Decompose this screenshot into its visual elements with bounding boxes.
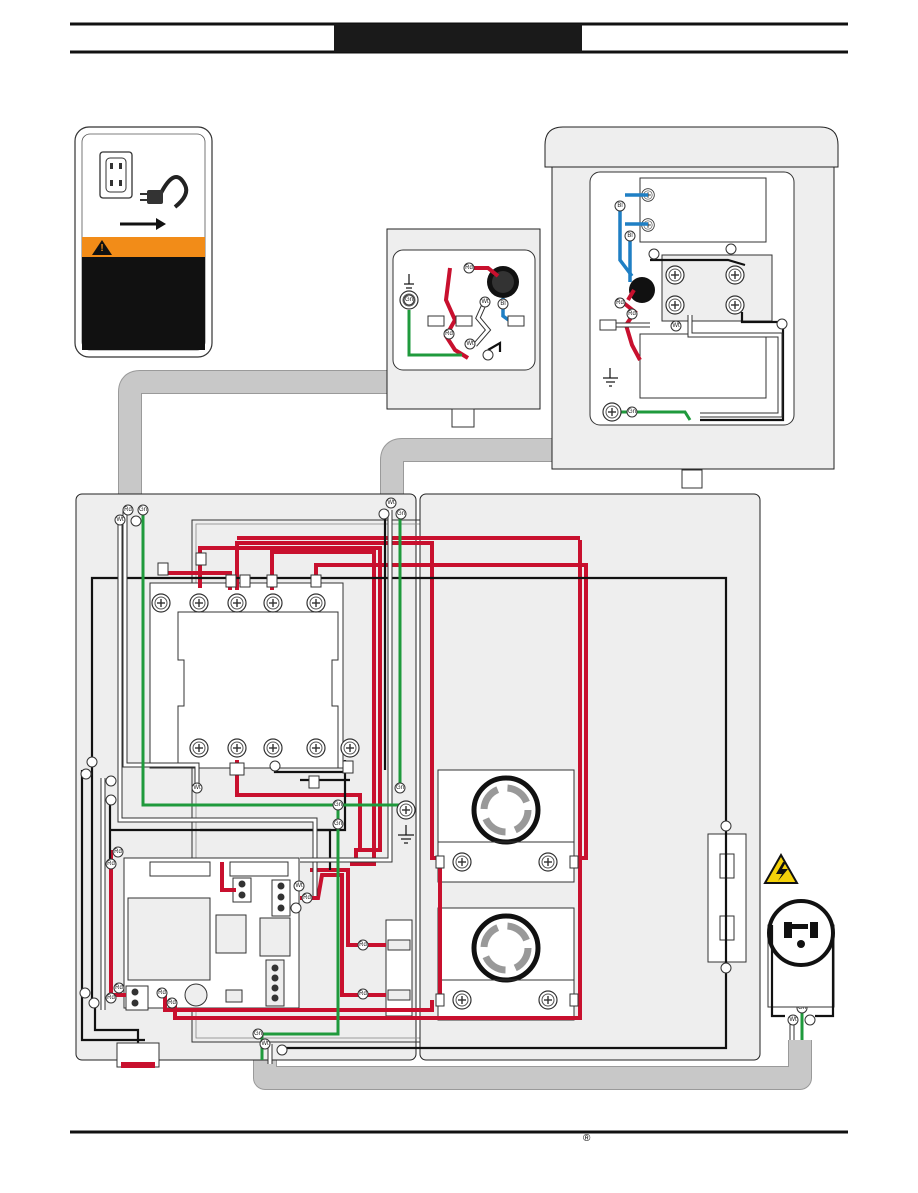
electrical-hazard-icon	[763, 852, 799, 884]
switch-capacitor	[629, 277, 655, 303]
svg-text:Gn: Gn	[798, 1005, 806, 1011]
arrow-right-icon	[120, 218, 166, 230]
magnetic-contactor	[149, 582, 360, 769]
warning-text-panel	[82, 257, 205, 350]
svg-text:Rd: Rd	[158, 990, 166, 996]
svg-text:Gn: Gn	[628, 409, 636, 415]
power-switch-paddle	[121, 1062, 155, 1068]
svg-text:Rd: Rd	[465, 265, 473, 271]
wire-tag-wt: Wt	[259, 1038, 271, 1050]
wire-tag-wt: Wt	[191, 782, 203, 794]
wire-tag-gn: Gn	[395, 508, 407, 520]
svg-text:Rd: Rd	[115, 985, 123, 991]
header-title-box	[334, 24, 582, 52]
wire-tag-wt: Wt	[114, 514, 126, 526]
wire-tag-wt: Wt	[464, 338, 476, 350]
capacitor-lower	[437, 907, 575, 1021]
svg-text:Rd: Rd	[359, 942, 367, 948]
wire-tag-rd: Rd	[105, 858, 117, 870]
wire-tag-wt: Wt	[787, 1014, 799, 1026]
wire-tag-rd: Rd	[301, 892, 313, 904]
wire-tag-gn: Gn	[332, 818, 344, 830]
wire-tag-gn: Gn	[252, 1028, 264, 1040]
svg-text:Gn: Gn	[139, 507, 147, 513]
wire-tag-rd: Rd	[156, 987, 168, 999]
control-board	[123, 857, 300, 1011]
svg-text:Bl: Bl	[627, 233, 632, 239]
wire-tag-bl: Bl	[624, 230, 636, 242]
wire-tag-rd: Rd	[122, 504, 134, 516]
svg-text:Rd: Rd	[303, 895, 311, 901]
wire-tag-wt: Wt	[479, 296, 491, 308]
svg-text:Rd: Rd	[124, 507, 132, 513]
outlet-icon	[99, 151, 133, 199]
svg-text:Rd: Rd	[114, 849, 122, 855]
svg-text:Wt: Wt	[481, 299, 489, 305]
wire-tag-rd: Rd	[357, 939, 369, 951]
svg-text:Wt: Wt	[261, 1041, 269, 1047]
wire-tag-rd: Rd	[357, 988, 369, 1000]
svg-text:Wt: Wt	[672, 323, 680, 329]
svg-text:Gn: Gn	[334, 821, 342, 827]
svg-text:Wt: Wt	[387, 500, 395, 506]
wire-tag-wt: Wt	[385, 497, 397, 509]
wire-tag-gn: Gn	[403, 294, 415, 306]
svg-text:Wt: Wt	[789, 1017, 797, 1023]
svg-text:Rd: Rd	[445, 331, 453, 337]
svg-text:Gn: Gn	[405, 297, 413, 303]
svg-text:Bl: Bl	[617, 203, 622, 209]
overload-relay	[385, 919, 413, 1017]
svg-text:Wt: Wt	[295, 883, 303, 889]
svg-text:Bl: Bl	[500, 301, 505, 307]
wire-tag-rd: Rd	[443, 328, 455, 340]
wire-tag-gn: Gn	[137, 504, 149, 516]
svg-text:Gn: Gn	[397, 511, 405, 517]
wire-tag-rd: Rd	[463, 262, 475, 274]
svg-text:Rd: Rd	[628, 311, 636, 317]
svg-text:Gn: Gn	[334, 802, 342, 808]
plug-icon	[140, 175, 189, 209]
conduits	[118, 368, 812, 1090]
warning-triangle-icon: !	[92, 240, 112, 255]
switch-box	[544, 126, 839, 489]
svg-text:Wt: Wt	[193, 785, 201, 791]
wire-tag-rd: Rd	[112, 846, 124, 858]
wire-tag-bl: Bl	[497, 298, 509, 310]
svg-text:Rd: Rd	[168, 1000, 176, 1006]
svg-text:Rd: Rd	[107, 995, 115, 1001]
wire-tags: Rd Rd Wt Wt Bl Gn Bl Bl Rd Rd Wt Gn Rd G…	[105, 200, 808, 1050]
wire-tag-gn: Gn	[394, 782, 406, 794]
svg-text:Wt: Wt	[466, 341, 474, 347]
wire-tag-gn: Gn	[626, 406, 638, 418]
svg-text:Rd: Rd	[359, 991, 367, 997]
wire-tag-rd: Rd	[113, 982, 125, 994]
wire-tag-rd: Rd	[626, 308, 638, 320]
svg-text:!: !	[100, 243, 103, 254]
wire-tag-wt: Wt	[670, 320, 682, 332]
wire-tag-bl: Bl	[614, 200, 626, 212]
motor-junction-box	[386, 228, 541, 428]
warning-card: !	[74, 126, 213, 358]
wire-tag-rd: Rd	[105, 992, 117, 1004]
wire-tag-rd: Rd	[614, 297, 626, 309]
power-receptacle	[767, 899, 835, 1018]
white-wires	[100, 510, 795, 1064]
ground-terminal	[396, 800, 416, 844]
svg-text:Gn: Gn	[396, 785, 404, 791]
svg-text:Rd: Rd	[616, 300, 624, 306]
connection-points	[79, 508, 816, 1056]
svg-text:Gn: Gn	[254, 1031, 262, 1037]
svg-text:Rd: Rd	[107, 861, 115, 867]
svg-text:Wt: Wt	[116, 517, 124, 523]
wire-tag-gn: Gn	[332, 799, 344, 811]
trademark-symbol: ®	[583, 1133, 591, 1144]
warning-banner	[82, 237, 205, 257]
wire-tag-rd: Rd	[166, 997, 178, 1009]
capacitor-upper	[437, 769, 575, 883]
wire-tag-wt: Wt	[293, 880, 305, 892]
